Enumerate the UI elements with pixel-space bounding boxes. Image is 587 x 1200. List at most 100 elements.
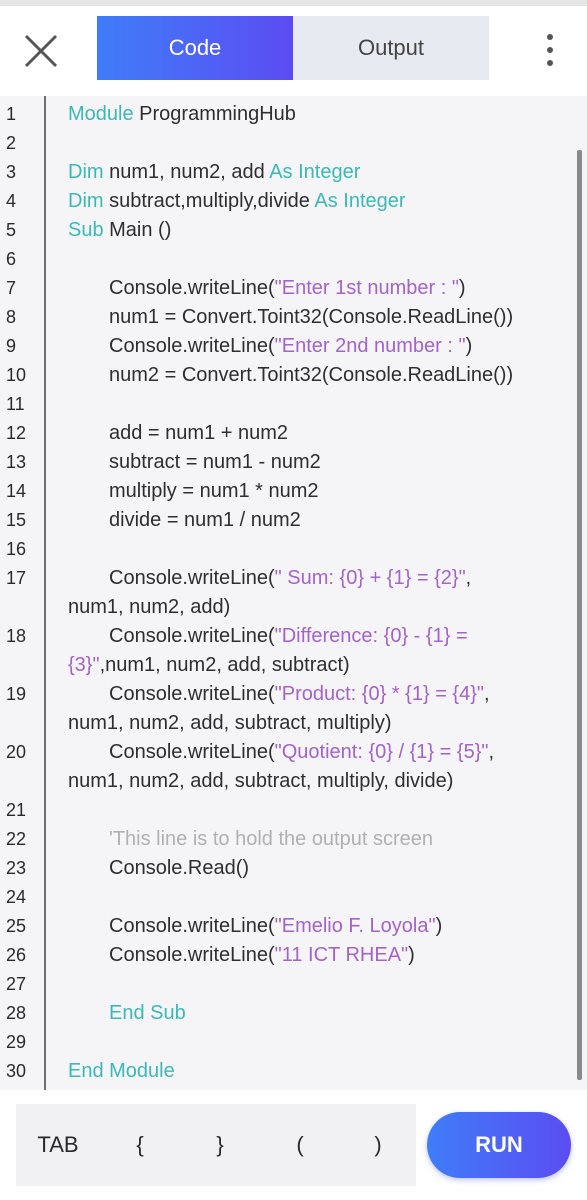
run-button[interactable]: RUN bbox=[427, 1112, 571, 1178]
line-code: End Sub bbox=[109, 999, 186, 1028]
string-token: "Difference: {0} - {1} = bbox=[274, 625, 468, 647]
code-token: ) bbox=[458, 277, 466, 299]
line-code: End Module bbox=[68, 1057, 175, 1086]
key-tab[interactable]: TAB bbox=[37, 1132, 79, 1157]
line-number: 16 bbox=[6, 539, 27, 559]
keyword-token: End Module bbox=[68, 1060, 175, 1082]
code-line[interactable]: 11 bbox=[0, 390, 587, 419]
keyword-token: Module bbox=[68, 103, 134, 125]
line-number: 6 bbox=[6, 249, 17, 269]
code-line[interactable]: 9 Console.writeLine("Enter 2nd number : "… bbox=[0, 332, 587, 361]
keyword-token: Dim bbox=[68, 161, 104, 183]
line-number: 26 bbox=[6, 945, 27, 965]
line-number: 1 bbox=[6, 104, 17, 124]
code-line[interactable]: 18 Console.writeLine("Difference: {0} - {… bbox=[0, 622, 587, 651]
code-line[interactable]: 8 num1 = Convert.Toint32(Console.ReadLine… bbox=[0, 303, 587, 332]
code-line[interactable]: num1, num2, add) bbox=[0, 593, 587, 622]
key-open-brace[interactable]: { bbox=[136, 1132, 144, 1157]
more-options-button[interactable] bbox=[536, 32, 564, 68]
code-line[interactable]: 2 bbox=[0, 129, 587, 158]
string-token: " Sum: {0} + {1} = {2}" bbox=[274, 567, 466, 589]
code-line[interactable]: 29 bbox=[0, 1028, 587, 1057]
key-close-paren[interactable]: ) bbox=[374, 1132, 382, 1157]
code-line[interactable]: 22'This line is to hold the output scree… bbox=[0, 825, 587, 854]
tab-code[interactable]: Code bbox=[97, 16, 293, 80]
code-token: Console.writeLine( bbox=[109, 625, 275, 647]
code-line[interactable]: {3}",num1, num2, add, subtract) bbox=[0, 651, 587, 680]
shortcut-keybar: TAB { } ( ) bbox=[16, 1104, 416, 1186]
code-line[interactable]: 26 Console.writeLine("11 ICT RHEA") bbox=[0, 941, 587, 970]
line-number: 18 bbox=[6, 626, 27, 646]
code-line[interactable]: 21 bbox=[0, 796, 587, 825]
string-token: "Quotient: {0} / {1} = {5}" bbox=[274, 741, 489, 763]
line-number: 2 bbox=[6, 133, 17, 153]
code-line[interactable]: 6 bbox=[0, 245, 587, 274]
line-code: subtract = num1 - num2 bbox=[109, 448, 321, 477]
code-line[interactable]: num1, num2, add, subtract, multiply, div… bbox=[0, 767, 587, 796]
line-number: 3 bbox=[6, 162, 17, 182]
code-line[interactable]: 24 bbox=[0, 883, 587, 912]
code-token: num1 = Convert.Toint32(Console.ReadLine(… bbox=[109, 306, 514, 328]
more-dot bbox=[547, 60, 553, 66]
line-code: Sub Main () bbox=[68, 216, 171, 245]
code-line[interactable]: 13 subtract = num1 - num2 bbox=[0, 448, 587, 477]
code-token: , bbox=[484, 683, 490, 705]
line-code: multiply = num1 * num2 bbox=[109, 477, 319, 506]
code-line[interactable]: 28 End Sub bbox=[0, 999, 587, 1028]
line-code: Console.writeLine("11 ICT RHEA") bbox=[109, 941, 415, 970]
line-code: Dim num1, num2, add As Integer bbox=[68, 158, 360, 187]
line-code: Console.writeLine("Enter 2nd number : ") bbox=[109, 332, 472, 361]
line-number: 12 bbox=[6, 423, 27, 443]
code-line[interactable]: 12 add = num1 + num2 bbox=[0, 419, 587, 448]
code-line[interactable]: 30 End Module bbox=[0, 1057, 587, 1086]
code-line[interactable]: num1, num2, add, subtract, multiply) bbox=[0, 709, 587, 738]
code-token: Console.writeLine( bbox=[109, 944, 275, 966]
code-token: add = num1 + num2 bbox=[109, 422, 289, 444]
key-close-brace[interactable]: } bbox=[216, 1132, 224, 1157]
code-token: ,num1, num2, add, subtract) bbox=[99, 654, 350, 676]
code-token: subtract,multiply,divide bbox=[103, 190, 315, 212]
line-number: 10 bbox=[6, 365, 27, 385]
code-token: , bbox=[488, 741, 495, 763]
tab-output[interactable]: Output bbox=[293, 16, 489, 80]
editor-scrollbar[interactable] bbox=[577, 150, 582, 1080]
key-open-paren[interactable]: ( bbox=[296, 1132, 304, 1157]
line-number: 8 bbox=[6, 307, 17, 327]
code-token: num1, num2, add, subtract, multiply) bbox=[68, 712, 392, 734]
line-number: 25 bbox=[6, 916, 27, 936]
line-code: Console.Read() bbox=[109, 854, 249, 883]
line-code: divide = num1 / num2 bbox=[109, 506, 301, 535]
string-token: "Emelio F. Loyola" bbox=[274, 915, 436, 937]
code-token: num2 = Convert.Toint32(Console.ReadLine(… bbox=[109, 364, 514, 386]
code-token: num1, num2, add) bbox=[68, 596, 231, 618]
code-line[interactable]: 3 Dim num1, num2, add As Integer bbox=[0, 158, 587, 187]
line-number: 9 bbox=[6, 336, 17, 356]
line-number: 13 bbox=[6, 452, 27, 472]
line-number: 11 bbox=[6, 394, 25, 414]
code-line[interactable]: 10 num2 = Convert.Toint32(Console.ReadLin… bbox=[0, 361, 587, 390]
code-token: Main () bbox=[103, 219, 172, 241]
code-token: num1, num2, add bbox=[103, 161, 270, 183]
code-line[interactable]: 27 bbox=[0, 970, 587, 999]
close-button[interactable] bbox=[18, 28, 64, 74]
line-number: 28 bbox=[6, 1003, 27, 1023]
code-line[interactable]: 16 bbox=[0, 535, 587, 564]
line-number: 30 bbox=[6, 1061, 27, 1081]
line-number: 7 bbox=[6, 278, 17, 298]
more-dot bbox=[547, 47, 553, 53]
line-number: 4 bbox=[6, 191, 17, 211]
line-number: 29 bbox=[6, 1032, 27, 1052]
line-number: 27 bbox=[6, 974, 27, 994]
